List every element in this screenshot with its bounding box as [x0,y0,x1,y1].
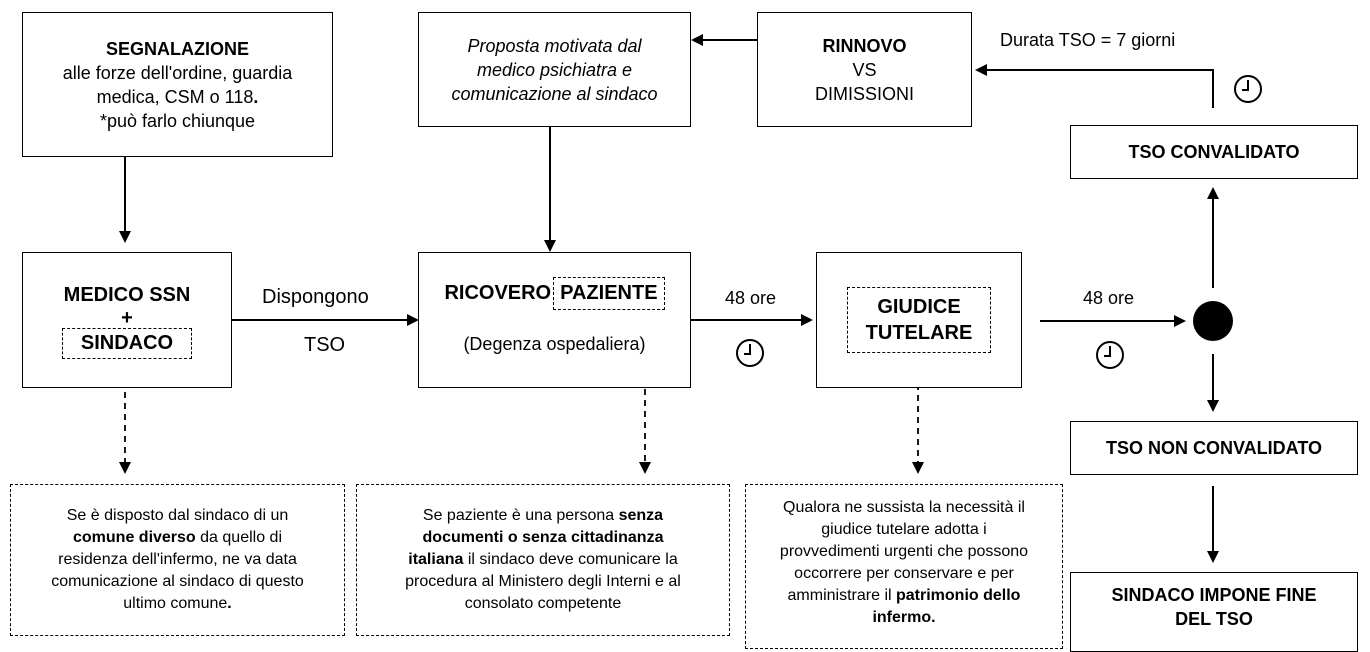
note1-line5: ultimo comune. [123,595,232,612]
rinnovo-line1: RINNOVO [822,35,907,56]
note2-line1: Se paziente è una persona senza [422,507,664,524]
segnalazione-box: SEGNALAZIONE alle forze dell'ordine, gua… [22,12,333,157]
ricovero-subtitle: (Degenza ospedaliera) [463,334,646,354]
note3-line6: infermo. [872,609,936,626]
clock-icon [736,339,764,367]
proposta-line1: Proposta motivata dal [467,35,642,56]
proposta-line2: medico psichiatra e [476,59,633,80]
giudice-dashed-frame: GIUDICE TUTELARE [846,287,992,353]
note-senza-documenti: Se paziente è una persona senza document… [356,484,730,636]
note1-line2: comune diverso da quello di [73,529,282,546]
fine-tso-box: SINDACO IMPONE FINE DEL TSO [1070,572,1358,652]
medico-sindaco-box: MEDICO SSN + SINDACO [22,252,232,388]
note3-line4: occorrere per conservare e per [794,565,1014,582]
durata-label: Durata TSO = 7 giorni [1000,30,1176,50]
clock-icon [1234,75,1262,103]
note3-line5: amministrare il patrimonio dello [787,587,1021,604]
rinnovo-line2: VS [852,59,877,80]
segnalazione-line1: alle forze dell'ordine, guardia [62,62,293,83]
segnalazione-note: *può farlo chiunque [99,110,256,131]
proposta-box: Proposta motivata dal medico psichiatra … [418,12,691,127]
note2-line3: italiana il sindaco deve comunicare la [408,551,678,568]
paziente-label: PAZIENTE [553,277,665,310]
tso-non-convalidato-box: TSO NON CONVALIDATO [1070,421,1358,475]
ore-label-2: 48 ore [1083,288,1135,308]
rinnovo-box: RINNOVO VS DIMISSIONI [757,12,972,127]
note2-line5: consolato competente [464,595,622,612]
note3-line3: provvedimenti urgenti che possono [779,543,1029,560]
note-comune-diverso: Se è disposto dal sindaco di un comune d… [10,484,345,636]
edge-label-tso: TSO [304,334,346,356]
note1-line1: Se è disposto dal sindaco di un [66,507,289,524]
segnalazione-title: SEGNALAZIONE [105,38,249,59]
arrow-convalidato-rinnovo [975,64,1214,108]
ore-label-1: 48 ore [725,288,777,308]
note3-line2: giudice tutelare adotta i [821,521,987,538]
fine-line1: SINDACO IMPONE FINE [1111,585,1317,605]
medico-ssn-label: MEDICO SSN [63,283,191,306]
edge-label-dispongono: Dispongono [262,286,369,308]
giudice-line2: TUTELARE [865,322,973,344]
segnalazione-line2: medica, CSM o 118. [96,86,259,107]
proposta-line3: comunicazione al sindaco [451,83,658,104]
ricovero-title: RICOVERO [444,282,552,304]
clock-icon [1096,341,1124,369]
ricovero-box: RICOVERO PAZIENTE (Degenza ospedaliera) [418,252,691,388]
tso-non-convalidato-label: TSO NON CONVALIDATO [1106,438,1322,458]
note2-line2: documenti o senza cittadinanza [422,529,664,546]
giudice-box: GIUDICE TUTELARE [816,252,1022,388]
fine-line2: DEL TSO [1175,609,1253,629]
giudice-line1: GIUDICE [877,296,961,318]
rinnovo-line3: DIMISSIONI [814,83,914,104]
tso-convalidato-label: TSO CONVALIDATO [1128,142,1300,162]
decision-node [1193,301,1233,341]
note-patrimonio: Qualora ne sussista la necessità il giud… [745,484,1063,649]
note2-line4: procedura al Ministero degli Interni e a… [405,573,681,590]
tso-convalidato-box: TSO CONVALIDATO [1070,125,1358,179]
sindaco-label: SINDACO [61,327,193,359]
note3-line1: Qualora ne sussista la necessità il [783,499,1025,516]
note1-line4: comunicazione al sindaco di questo [51,573,304,590]
note1-line3: residenza dell'infermo, ne va data [58,551,297,568]
plus-sign: + [121,306,133,329]
